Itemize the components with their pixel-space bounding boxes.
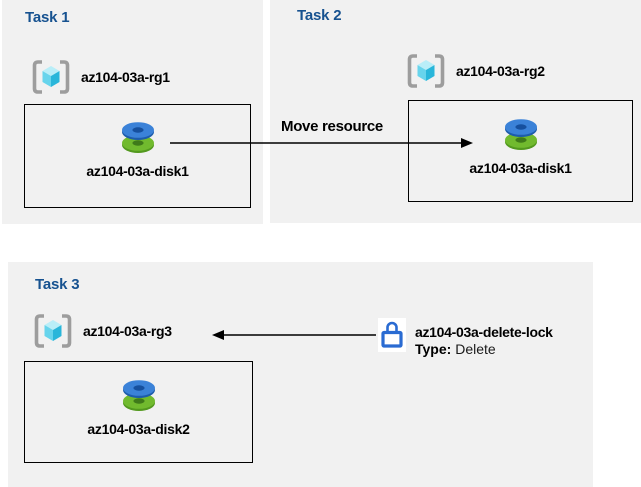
task-1-resource-group: az104-03a-rg1 bbox=[31, 59, 170, 95]
disk-icon bbox=[504, 119, 537, 150]
task-1-panel: Task 1 az104-03a-rg1 az104-03a-disk1 bbox=[2, 0, 263, 224]
task-1-title: Task 1 bbox=[25, 9, 70, 26]
lock-tile bbox=[378, 318, 406, 352]
resource-group-name: az104-03a-rg1 bbox=[81, 69, 170, 85]
resource-group-icon bbox=[34, 314, 72, 348]
disk-name: az104-03a-disk2 bbox=[87, 421, 190, 437]
resource-group-name: az104-03a-rg3 bbox=[83, 323, 172, 339]
task-2-panel: Task 2 az104-03a-rg2 az104-03a-disk1 bbox=[270, 0, 641, 223]
resource-group-icon bbox=[407, 54, 445, 88]
disk-icon bbox=[122, 380, 155, 411]
task-3-resource-group: az104-03a-rg3 bbox=[33, 313, 172, 349]
task-1-resource-box: az104-03a-disk1 bbox=[24, 104, 251, 208]
lock-type-value: Delete bbox=[455, 341, 496, 357]
delete-lock-type: Type: Delete bbox=[415, 341, 553, 358]
delete-lock-name: az104-03a-delete-lock bbox=[415, 324, 553, 340]
resource-group-icon bbox=[32, 60, 70, 94]
lock-type-label: Type: bbox=[415, 341, 452, 357]
task-3-panel: Task 3 az104-03a-rg3 az104-03a-disk2 bbox=[8, 262, 593, 487]
resource-group-name: az104-03a-rg2 bbox=[456, 63, 545, 79]
lock-text-block: az104-03a-delete-lock Type: Delete bbox=[415, 324, 553, 358]
disk-icon bbox=[121, 122, 154, 153]
task-3-resource-box: az104-03a-disk2 bbox=[24, 361, 253, 463]
task-2-resource-group: az104-03a-rg2 bbox=[406, 53, 545, 89]
lock-icon bbox=[381, 321, 403, 348]
move-resource-label: Move resource bbox=[281, 118, 383, 135]
task-3-title: Task 3 bbox=[35, 276, 80, 293]
task-2-resource-box: az104-03a-disk1 bbox=[408, 100, 633, 202]
disk-name: az104-03a-disk1 bbox=[469, 160, 572, 176]
task-2-title: Task 2 bbox=[297, 7, 342, 24]
disk-name: az104-03a-disk1 bbox=[86, 163, 189, 179]
